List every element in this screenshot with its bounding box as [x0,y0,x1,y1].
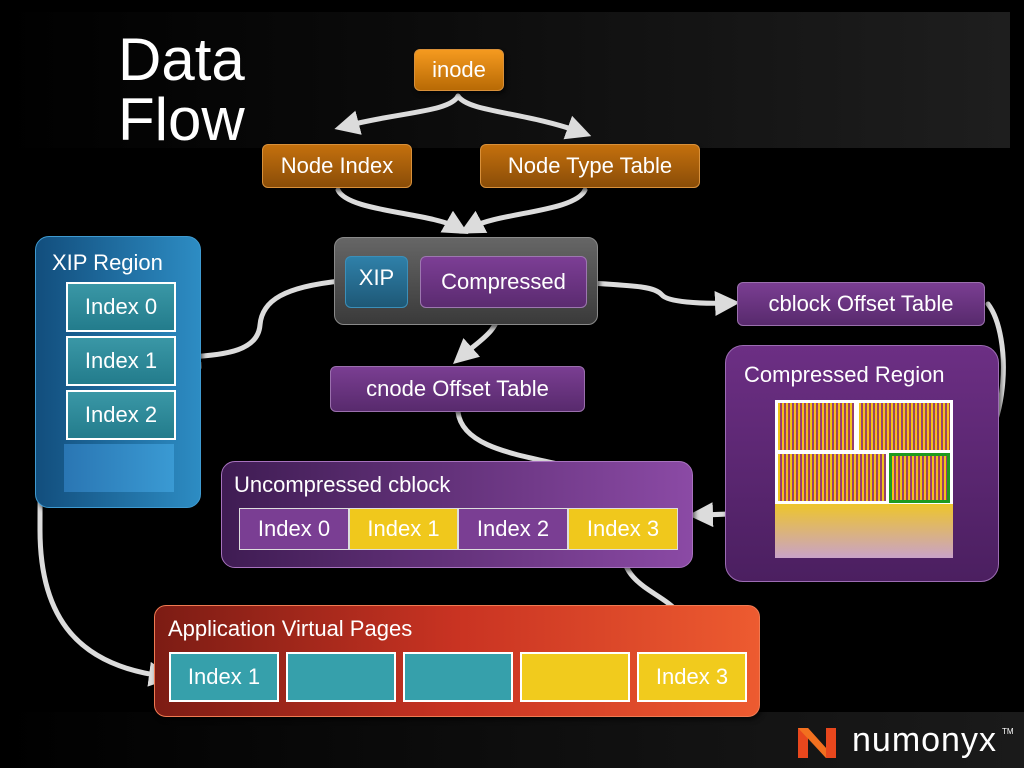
cblock-index-2: Index 2 [458,508,568,550]
cblock-offset-table-box: cblock Offset Table [737,282,985,326]
arrow-xip-to-xip-index-1 [176,278,343,369]
application-virtual-pages-label: Application Virtual Pages [168,616,413,641]
compressed-block [778,403,854,450]
compressed-block [859,403,950,450]
node-index-box: Node Index [262,144,412,188]
cnode-offset-table-box: cnode Offset Table [330,366,585,412]
xip-box: XIP [345,256,408,308]
numonyx-logo-mark-icon [798,728,836,758]
arrow-node-index-to-gray-panel [335,187,469,234]
xip-index-1: Index 1 [66,336,176,386]
cblock-index-3: Index 3 [568,508,678,550]
xip-index-2: Index 2 [66,390,176,440]
arrow-inode-to-node-index [334,93,461,135]
xip-region-label: XIP Region [52,250,163,275]
app-page [286,652,396,702]
numonyx-logo-text: numonyx [852,721,997,759]
compressed-block-highlighted [889,453,950,503]
footer-band [0,712,1024,768]
uncompressed-cblock-label: Uncompressed cblock [234,472,451,497]
compressed-free-area [775,500,953,558]
cblock-index-0: Index 0 [239,508,349,550]
compressed-box: Compressed [420,256,587,308]
cblock-index-1: Index 1 [349,508,458,550]
app-page [520,652,630,702]
slide-title: Data Flow [118,26,245,153]
compressed-region-label: Compressed Region [744,362,945,387]
arrow-compressed-to-cblock-offset-table [587,280,740,316]
xip-index-0: Index 0 [66,282,176,332]
trademark-mark: TM [1002,727,1014,736]
arrow-inode-to-node-type-table [455,93,592,140]
compressed-block [778,454,886,501]
app-page-index-1: Index 1 [169,652,279,702]
app-page [403,652,513,702]
inode-box: inode [414,49,504,91]
arrow-node-type-table-to-gray-panel [459,187,588,234]
header-band [0,12,1010,148]
app-page-index-3: Index 3 [637,652,747,702]
node-type-table-box: Node Type Table [480,144,700,188]
xip-free-area [64,444,174,492]
